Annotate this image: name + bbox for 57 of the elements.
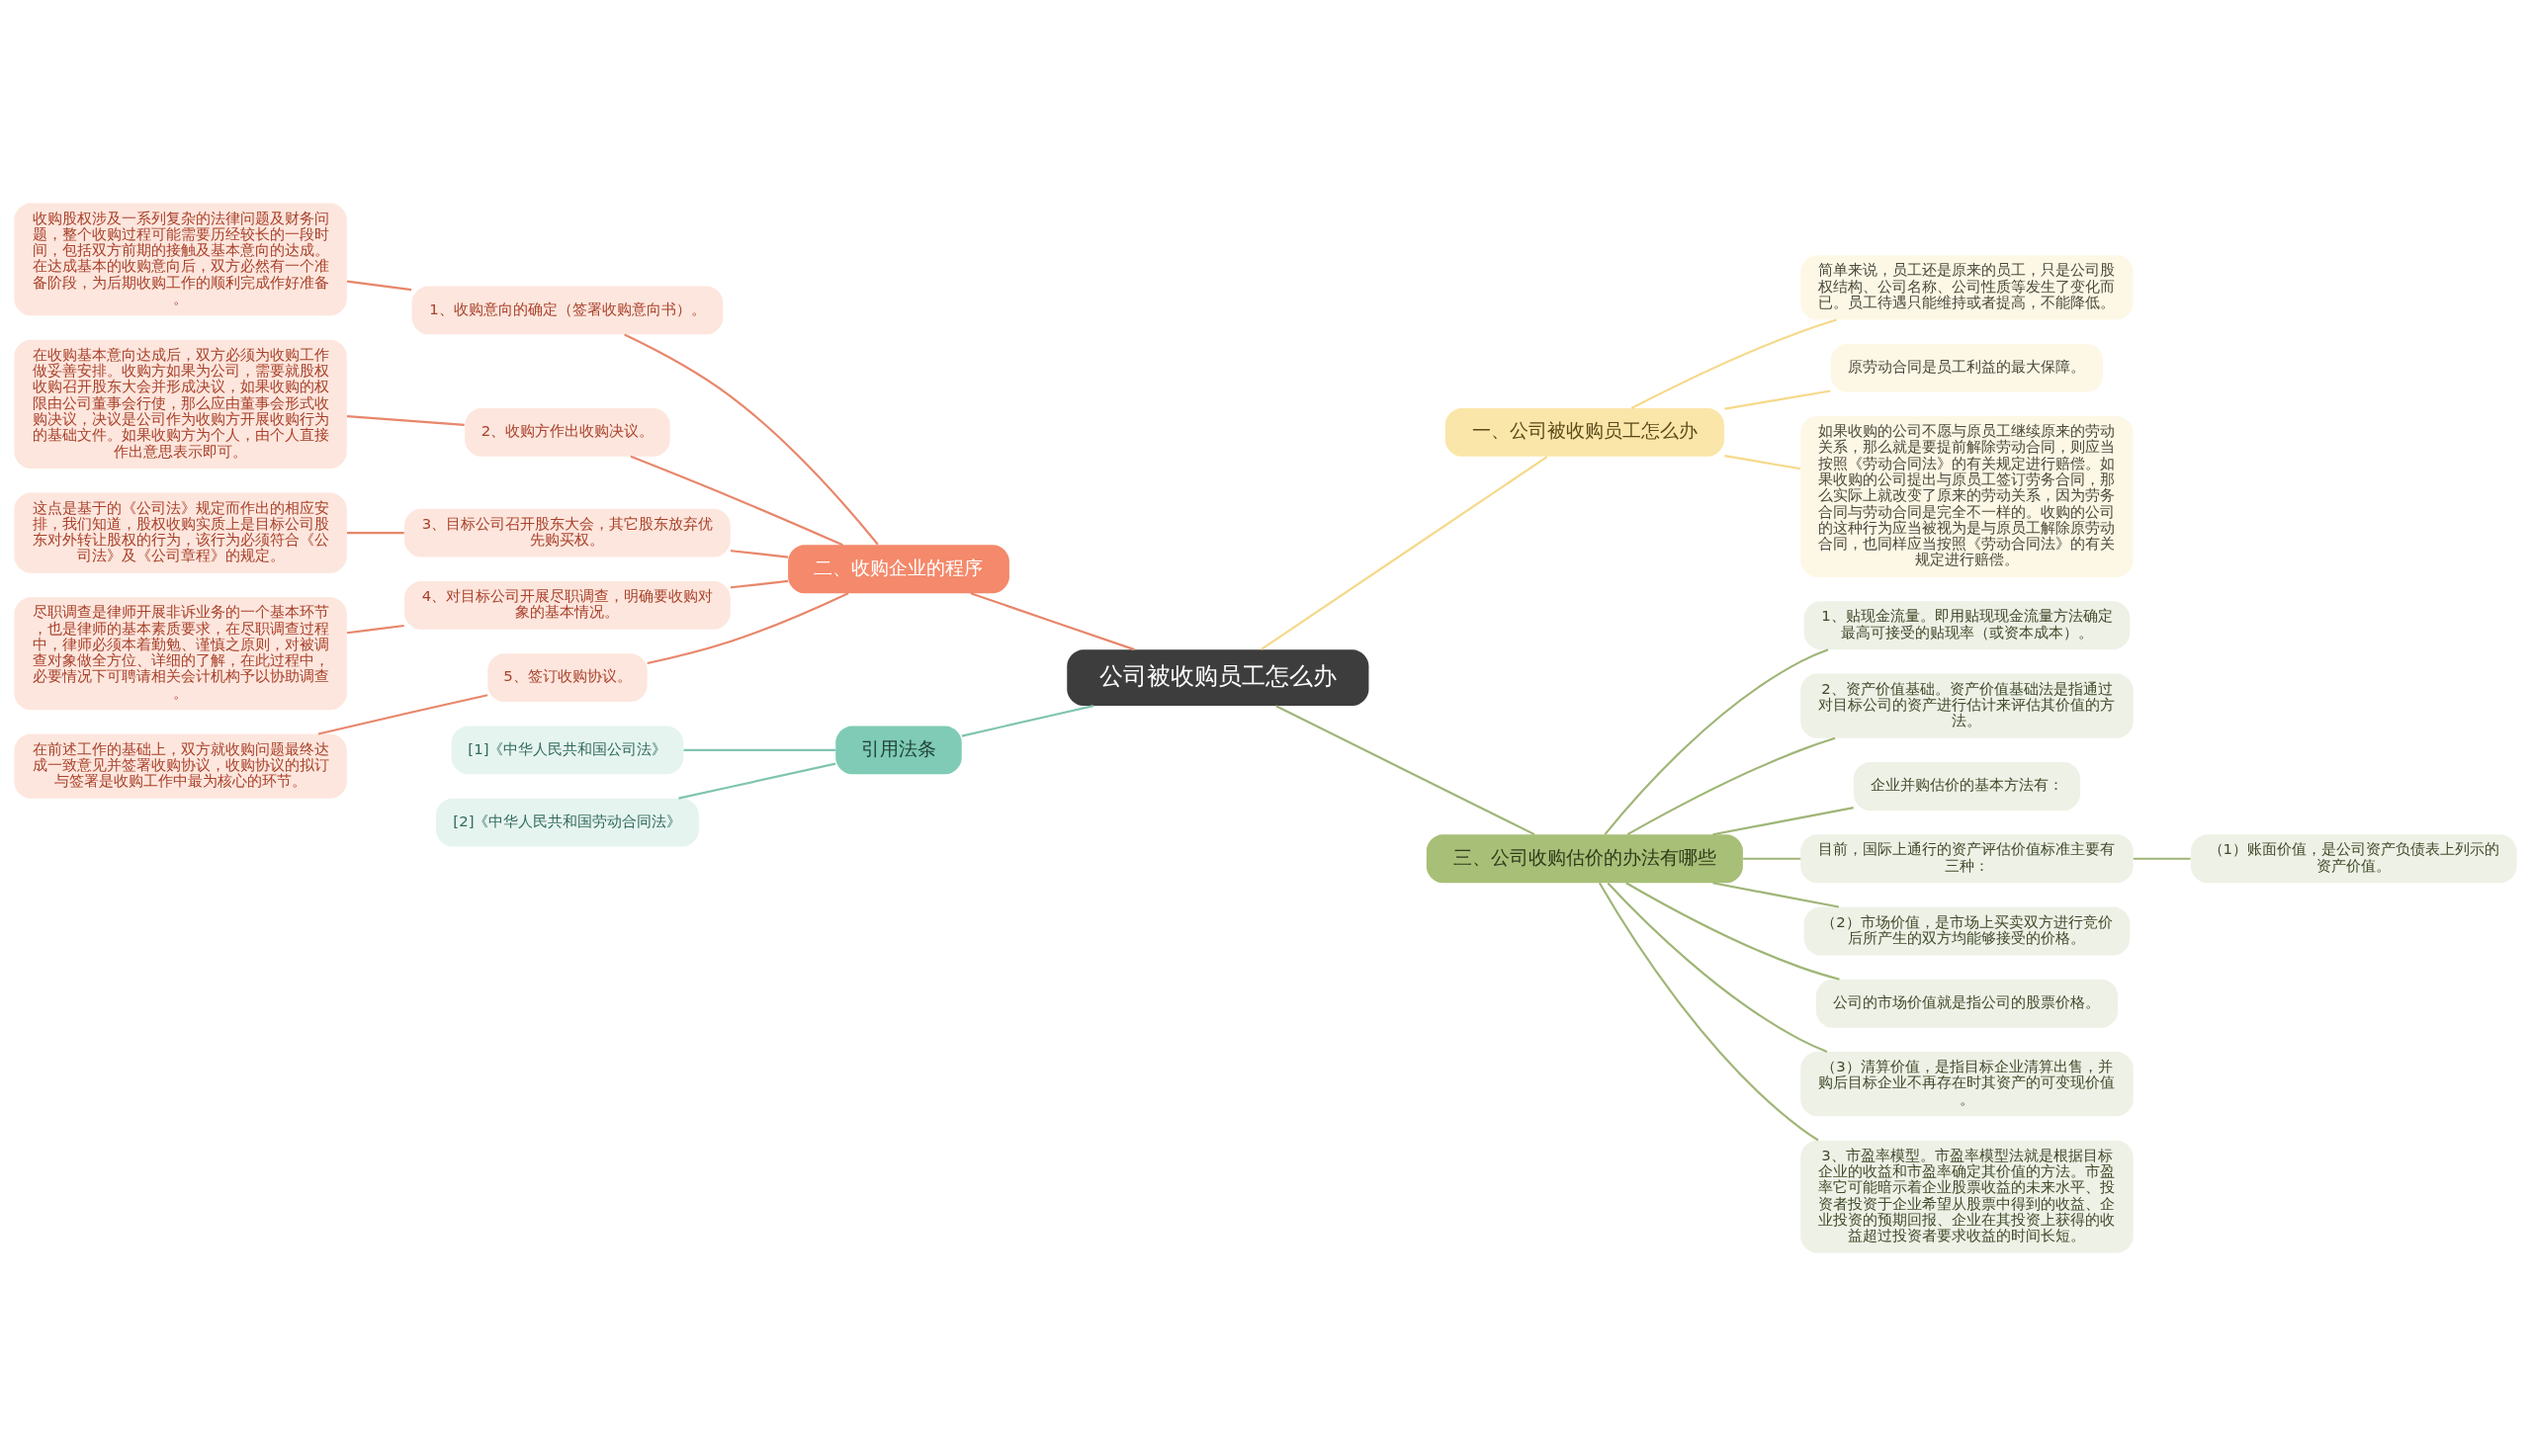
connector [730,579,789,589]
node-box: 1、贴现金流量。即用贴现现金流量方法确定最高可接受的贴现率（或资本成本）。 [1803,601,2131,650]
node-box: 2、资产价值基础。资产价值基础法是指通过对目标公司的资产进行估计来评估其价值的方法。 [1800,673,2134,738]
connector [678,762,836,800]
node-box: [1]《中华人民共和国公司法》 [451,726,684,775]
node-box: 1、收购意向的确定（签署收购意向书）。 [411,286,724,335]
connector [970,592,1135,651]
connector [1261,456,1548,650]
node-box: 3、目标公司召开股东大会，其它股东放弃优先购买权。 [404,508,731,557]
connector [2133,857,2191,860]
node-box: 二、收购企业的程序 [788,545,1009,594]
node-box: 原劳动合同是员工利益的最大保障。 [1830,343,2104,392]
connector [317,694,488,735]
connector [346,415,465,426]
connector [1630,318,1837,409]
connector [1607,882,1828,1054]
connector [683,748,836,751]
node-box: 公司被收购员工怎么办 [1067,649,1369,707]
connector [1712,882,1840,908]
connector [1275,705,1535,836]
connector [1604,648,1829,835]
connector [1712,807,1854,836]
node-box: 尽职调查是律师开展非诉业务的一个基本环节，也是律师的基本素质要求，在尽职调查过程中，律师必须本着勤勉、谨慎之原则，对被调查对象做全方位、详细的了解，在此过程中，必要情况下可聘请相关会计机构予以协助调查。 [14,597,347,711]
node-box: 三、公司收购估价的办法有哪些 [1426,834,1743,884]
node-box: 公司的市场价值就是指公司的股票价格。 [1815,979,2119,1028]
connector [346,624,404,635]
connector [1625,882,1840,981]
node-box: 简单来说，员工还是原来的员工，只是公司股权结构、公司名称、公司性质等发生了变化而已。员工待遇只能维持或者提高，不能降低。 [1800,255,2134,320]
node-box: 5、签订收购协议。 [487,653,648,703]
node-box: （3）清算价值，是指目标企业清算出售，并购后目标企业不再存在时其资产的可变现价值。 [1800,1052,2134,1117]
node-box: 4、对目标公司开展尽职调查，明确要收购对象的基本情况。 [404,580,731,630]
node-box: 企业并购估价的基本方法有： [1853,762,2081,811]
node-box: 一、公司被收购员工怎么办 [1444,407,1724,457]
connector [346,280,412,292]
connector [647,592,849,665]
node-box: 2、收购方作出收购决议。 [465,407,670,457]
node-box: 目前，国际上通行的资产评估价值标准主要有三种： [1800,834,2134,884]
connector [1598,882,1819,1142]
node-box: [2]《中华人民共和国劳动合同法》 [436,798,699,847]
node-box: 这点是基于的《公司法》规定而作出的相应安排，我们知道，股权收购实质上是目标公司股东对外转让股权的行为，该行为必须符合《公司法》及《公司章程》的规定。 [14,492,347,573]
connector [1743,857,1801,860]
node-box: （1）账面价值，是公司资产负债表上列示的资产价值。 [2191,834,2517,884]
connector [347,532,404,535]
connector [630,455,843,547]
connector [730,550,789,558]
connector [624,333,879,546]
connector [1626,736,1836,836]
node-box: 3、市盈率模型。市盈率模型法就是根据目标企业的收益和市盈率确定其价值的方法。市盈率它可能暗示着企业股票收益的未来水平、投资者投资于企业希望从股票中得到的收益、企业投资的预期回报、企业在其投资上获得的收益超过投资者要求收益的时间长短。 [1800,1140,2134,1253]
node-box: 收购股权涉及一系列复杂的法律问题及财务问题，整个收购过程可能需要历经较长的一段时间，包括双方前期的接触及基本意向的达成。在达成基本的收购意向后，双方必然有一个准备阶段，为后期收购工作的顺利完成作好准备。 [14,203,347,316]
node-box: （2）市场价值，是市场上买卖双方进行竞价后所产生的双方均能够接受的价格。 [1803,906,2131,956]
node-box: 在收购基本意向达成后，双方必须为收购工作做妥善安排。收购方如果为公司，需要就股权收购召开股东大会并形成决议，如果收购的权限由公司董事会行使，那么应由董事会形式收购决议，决议是公司作为收购方开展收购行为的基础文件。如果收购方为个人，由个人直接作出意思表示即可。 [14,339,347,469]
connector [1724,389,1831,410]
node-box: 在前述工作的基础上，双方就收购问题最终达成一致意见并签署收购协议，收购协议的拟订与签署是收购工作中最为核心的环节。 [14,733,347,799]
connector [1724,455,1801,471]
node-box: 如果收购的公司不愿与原员工继续原来的劳动关系，那么就是要提前解除劳动合同，则应当按照《劳动合同法》的有关规定进行赔偿。如果收购的公司提出与原员工签订劳务合同，那么实际上就改变了原来的劳动关系，因为劳务合同与劳动合同是完全不一样的。收购的公司的这种行为应当被视为是与原员工解除原劳动合同，也同样应当按照《劳动合同法》的有关规定进行赔偿。 [1800,416,2134,577]
connector [961,705,1094,737]
node-box: 引用法条 [835,726,962,775]
